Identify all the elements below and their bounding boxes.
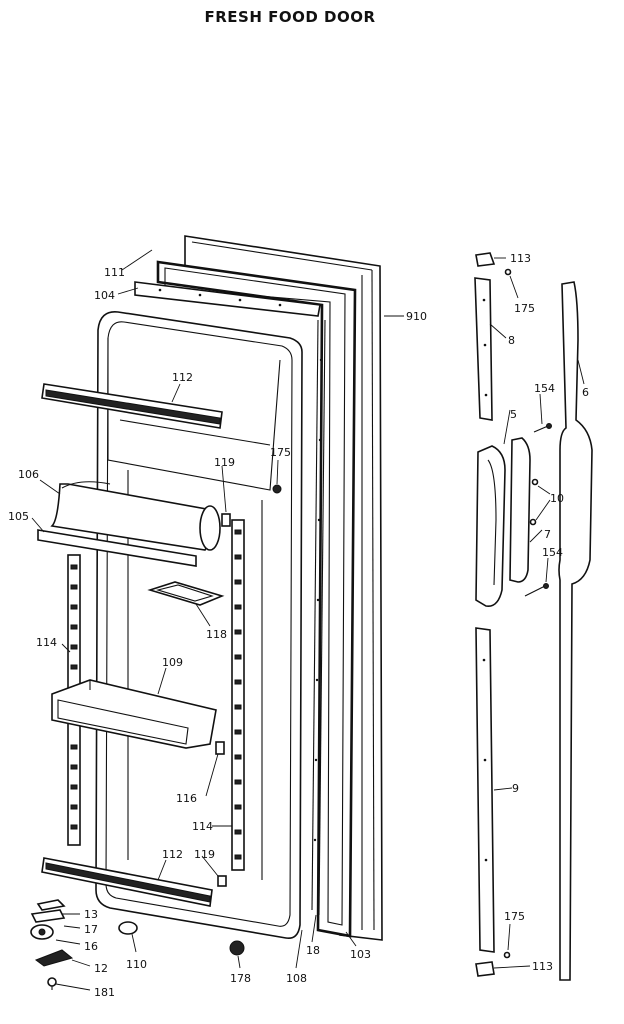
- callout-6: 6: [582, 386, 589, 399]
- callout-18: 18: [306, 944, 320, 957]
- callout-112-upper: 112: [172, 371, 193, 384]
- leader-lines: [31, 249, 585, 991]
- callout-113-top: 113: [510, 252, 531, 265]
- handle-5: [475, 445, 506, 607]
- screw-175: [272, 484, 282, 494]
- callout-910: 910: [406, 310, 427, 323]
- callout-110: 110: [126, 958, 147, 971]
- callout-108: 108: [286, 972, 307, 985]
- right-shelf-rail: [231, 519, 245, 871]
- callout-106: 106: [18, 468, 39, 481]
- page-title: FRESH FOOD DOOR: [204, 8, 376, 26]
- callout-154-upper: 154: [534, 382, 555, 395]
- handle-rail-6: [558, 281, 593, 981]
- callout-109: 109: [162, 656, 183, 669]
- callout-175-bottom: 175: [504, 910, 525, 923]
- callout-112-lower: 112: [162, 848, 183, 861]
- screw-bottom-175: [503, 951, 511, 959]
- callout-114-right: 114: [192, 820, 213, 833]
- bushing-17: [30, 909, 66, 923]
- callout-105: 105: [8, 510, 29, 523]
- callout-175-left: 175: [270, 446, 291, 459]
- cam-16: [30, 924, 54, 940]
- door-liner: [95, 311, 303, 940]
- callout-181: 181: [94, 986, 115, 999]
- callout-118: 118: [206, 628, 227, 641]
- callout-103: 103: [350, 948, 371, 961]
- callout-178: 178: [230, 972, 251, 985]
- callout-8: 8: [508, 334, 515, 347]
- callout-16: 16: [84, 940, 98, 953]
- plug-110: [118, 921, 138, 935]
- handle-insert-7: [509, 437, 531, 583]
- hinge-pin-13: [36, 899, 66, 911]
- breaker-strip: [311, 319, 326, 916]
- callout-119-upper: 119: [214, 456, 235, 469]
- cap-178: [229, 940, 245, 956]
- door-bin: [51, 679, 217, 749]
- callout-104: 104: [94, 289, 115, 302]
- callout-5: 5: [510, 408, 517, 421]
- callout-17: 17: [84, 923, 98, 936]
- callout-119-lower: 119: [194, 848, 215, 861]
- shelf-clip-116: [215, 741, 225, 755]
- upper-shelf-bar: [41, 383, 223, 429]
- handle-cap-top: [475, 252, 496, 267]
- upper-handle-trim-8: [474, 277, 493, 421]
- dairy-shelf: [37, 529, 197, 567]
- top-trim-strip: [134, 281, 321, 317]
- hinge-12: [34, 949, 74, 967]
- screw-top-175: [504, 268, 512, 276]
- callout-9: 9: [512, 782, 519, 795]
- lower-shelf-bar: [41, 857, 213, 907]
- callout-154-lower: 154: [542, 546, 563, 559]
- callout-175-right: 175: [514, 302, 535, 315]
- callout-10: 10: [550, 492, 564, 505]
- shelf-clip-lower: [217, 875, 227, 887]
- handle-cap-bottom: [475, 961, 495, 977]
- screws-10: [529, 478, 539, 526]
- callout-113-bottom: 113: [532, 960, 553, 973]
- dairy-compartment: [50, 481, 221, 551]
- small-tray: [147, 581, 225, 606]
- screw-181: [47, 977, 57, 990]
- screw-154-lower: [524, 583, 549, 597]
- callout-116: 116: [176, 792, 197, 805]
- screw-154-upper: [533, 423, 552, 433]
- callout-12: 12: [94, 962, 108, 975]
- callout-111: 111: [104, 266, 125, 279]
- callout-114-left: 114: [36, 636, 57, 649]
- callout-13: 13: [84, 908, 98, 921]
- callout-7: 7: [544, 528, 551, 541]
- shelf-clip-upper: [221, 513, 231, 527]
- lower-handle-trim-9: [475, 627, 495, 953]
